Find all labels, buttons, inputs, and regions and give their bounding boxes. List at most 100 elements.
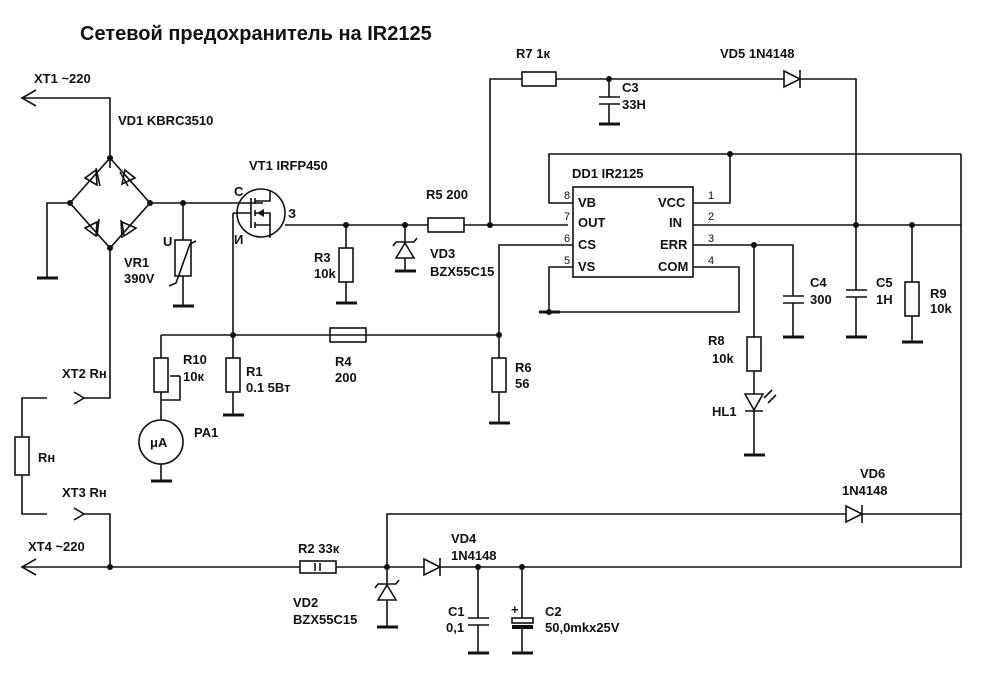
vr1-value: 390V: [124, 271, 155, 286]
r4-label: R4: [335, 354, 352, 369]
r8-resistor: [746, 245, 762, 394]
dd1-ic: [572, 186, 694, 278]
r10-resistor: [153, 335, 181, 420]
vd6-value: 1N4148: [842, 483, 888, 498]
vd3-value: BZX55C15: [430, 264, 494, 279]
xt1-label: XT1 ~220: [34, 71, 91, 86]
pin-5-number: 5: [564, 255, 570, 267]
c4-capacitor: [783, 295, 804, 339]
pin-vs: VS: [578, 259, 596, 274]
c2-label: C2: [545, 604, 562, 619]
pin-3-number: 3: [708, 233, 714, 245]
hl1-led: [743, 389, 777, 457]
pin-4-number: 4: [708, 255, 714, 267]
c2-plus-sign: +: [511, 602, 519, 617]
xt4-terminal: [20, 558, 300, 576]
r2-resistor: [299, 560, 424, 574]
r4-value: 200: [335, 370, 357, 385]
vd5-diode: [783, 69, 857, 290]
xt3-terminal: [73, 507, 86, 521]
xt4-label: XT4 ~220: [28, 539, 85, 554]
vd3-zener-diode: [392, 225, 418, 273]
r4-resistor: [329, 327, 367, 343]
vt1-drain-label: C: [234, 184, 244, 199]
vd6-label: VD6: [860, 466, 885, 481]
r1-label: R1: [246, 364, 263, 379]
pa1-unit: μA: [150, 435, 168, 450]
r9-value: 10k: [930, 301, 952, 316]
r8-value: 10k: [712, 351, 734, 366]
xt3-label: XT3 Rн: [62, 485, 107, 500]
r7-resistor: [521, 71, 784, 87]
c3-label: C3: [622, 80, 639, 95]
pa1-microammeter: [138, 419, 184, 483]
vd2-label: VD2: [293, 595, 318, 610]
r9-label: R9: [930, 286, 947, 301]
vd6-diode: [386, 504, 864, 567]
pin-1-number: 1: [708, 190, 714, 202]
r6-label: R6: [515, 360, 532, 375]
r3-value: 10k: [314, 266, 336, 281]
rn-load-resistor: [14, 436, 30, 476]
r1-value: 0.1 5Вт: [246, 380, 291, 395]
pa1-label: PA1: [194, 425, 218, 440]
rn-label: Rн: [38, 450, 55, 465]
xt1-terminal: [20, 89, 111, 168]
vd2-value: BZX55C15: [293, 612, 357, 627]
vd5-label: VD5 1N4148: [720, 46, 794, 61]
c2-value: 50,0mkx25V: [545, 620, 620, 635]
vd2-zener-diode: [374, 567, 400, 629]
r5-label: R5 200: [426, 187, 468, 202]
c5-value: 1H: [876, 292, 893, 307]
pin-2-number: 2: [708, 211, 714, 223]
r5-resistor: [427, 217, 568, 233]
c3-value: 33H: [622, 97, 646, 112]
r3-label: R3: [314, 250, 331, 265]
pin-vcc: VCC: [658, 195, 686, 210]
vd3-label: VD3: [430, 246, 455, 261]
pin-6-number: 6: [564, 233, 570, 245]
r8-label: R8: [708, 333, 725, 348]
r1-resistor: [223, 335, 244, 417]
r10-value: 10к: [183, 369, 204, 384]
vd4-value: 1N4148: [451, 548, 497, 563]
pin-out: OUT: [578, 215, 606, 230]
c3-capacitor: [599, 79, 620, 126]
vr1-label: VR1: [124, 255, 149, 270]
c5-capacitor: [846, 289, 867, 339]
vt1-source-label: И: [234, 232, 243, 247]
vd1-label: VD1 KBRC3510: [118, 113, 213, 128]
pin-in: IN: [669, 215, 682, 230]
pin-com: COM: [658, 259, 688, 274]
pin-8-number: 8: [564, 190, 570, 202]
pin-7-number: 7: [564, 211, 570, 223]
vt1-gate-label: З: [288, 206, 296, 221]
r7-label: R7 1к: [516, 46, 550, 61]
vt1-label: VT1 IRFP450: [249, 158, 328, 173]
r9-resistor: [902, 225, 923, 344]
u-label: U: [163, 234, 172, 249]
c2-electrolytic-capacitor: [511, 567, 534, 655]
pin-err: ERR: [660, 237, 688, 252]
r2-label: R2 33к: [298, 541, 340, 556]
xt2-label: XT2 Rн: [62, 366, 107, 381]
c1-label: C1: [448, 604, 465, 619]
vd4-label: VD4: [451, 531, 477, 546]
pin-vb: VB: [578, 195, 596, 210]
dd1-label: DD1 IR2125: [572, 166, 644, 181]
vr1-varistor: [168, 203, 197, 308]
c4-label: C4: [810, 275, 827, 290]
page-title: Сетевой предохранитель на IR2125: [80, 23, 432, 45]
r10-label: R10: [183, 352, 207, 367]
vd1-diode-bridge: [67, 155, 153, 251]
r6-value: 56: [515, 376, 529, 391]
c1-capacitor: [468, 567, 489, 655]
c5-label: C5: [876, 275, 893, 290]
r3-resistor: [336, 225, 357, 305]
xt2-terminal: [73, 391, 86, 405]
r6-resistor: [489, 335, 510, 425]
c1-value: 0,1: [446, 620, 464, 635]
hl1-label: HL1: [712, 404, 737, 419]
c4-value: 300: [810, 292, 832, 307]
